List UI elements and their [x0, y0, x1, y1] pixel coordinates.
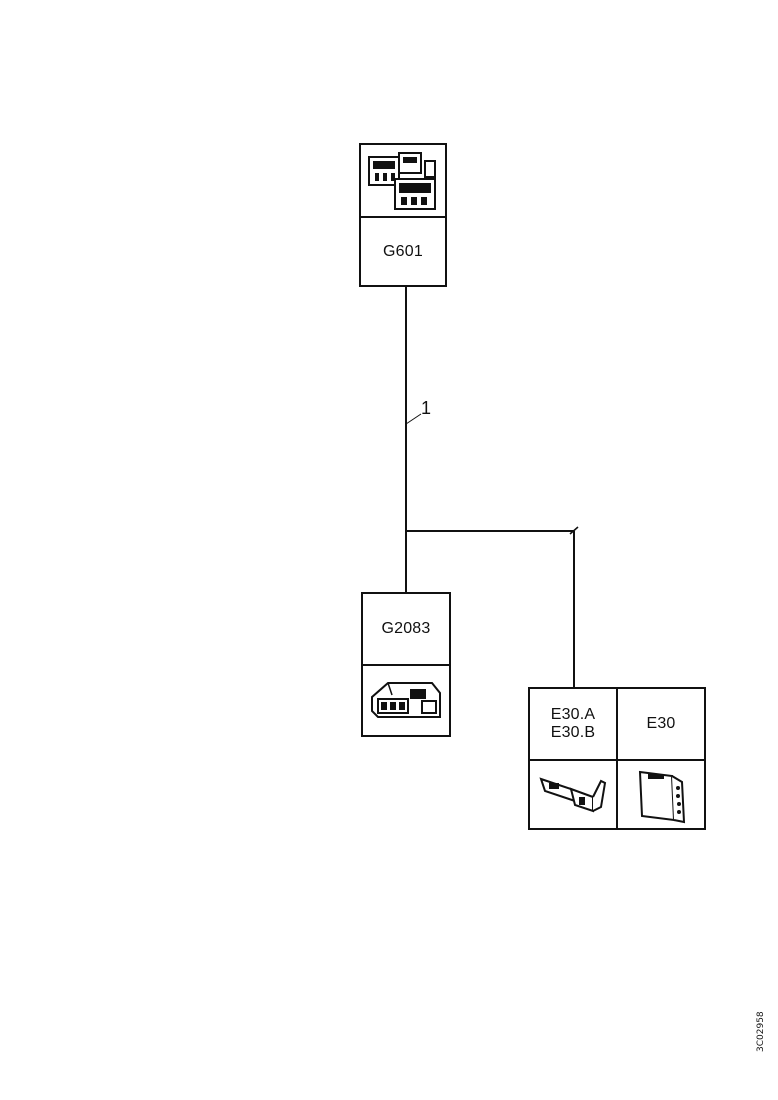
connector-label-line1: E30.A	[550, 706, 596, 723]
connector-divider	[363, 664, 449, 666]
connector-label: G2083	[381, 620, 431, 637]
connector-label-e30: E30	[646, 715, 676, 732]
wire-number-label: 1	[421, 398, 432, 418]
terminal-pin-icon	[530, 761, 616, 828]
connector-divider	[361, 216, 445, 218]
wire-label-leader	[405, 413, 422, 425]
wire-branch-tick	[569, 526, 579, 535]
connector-e30-group[interactable]: E30.A E30.B E30	[528, 687, 706, 830]
connector-label-e30ab: E30.A E30.B	[530, 689, 616, 759]
connector-label: G601	[383, 242, 423, 260]
module-connector-icon	[618, 761, 704, 828]
connector-label-line2: E30.B	[550, 724, 596, 741]
plug-connector-icon	[363, 666, 449, 735]
document-code: 3C02958	[756, 1011, 766, 1052]
connector-divider	[530, 759, 704, 761]
connector-g601[interactable]: G601	[359, 143, 447, 287]
multi-pin-connector-icon	[361, 145, 445, 216]
connector-divider-vertical	[616, 689, 618, 828]
connector-g2083[interactable]: G2083	[361, 592, 451, 737]
